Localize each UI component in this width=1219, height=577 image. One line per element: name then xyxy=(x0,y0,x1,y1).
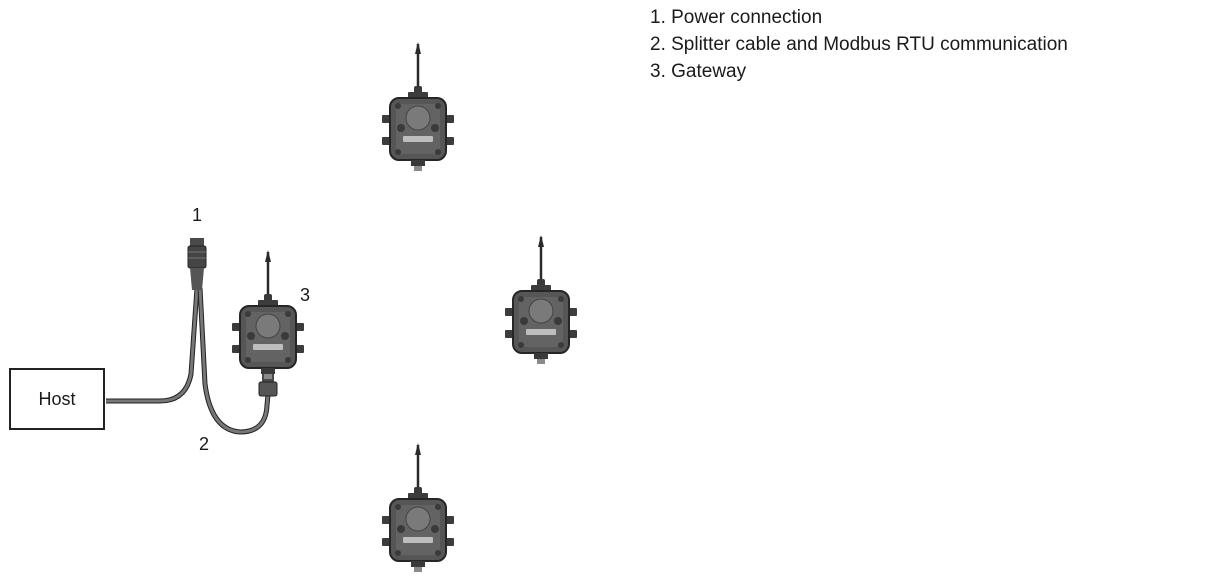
power-connector xyxy=(187,238,207,290)
host-label: Host xyxy=(38,388,76,409)
legend-item-splitter: 2. Splitter cable and Modbus RTU communi… xyxy=(650,34,1068,55)
host-cable xyxy=(106,287,200,404)
callout-power: 1 xyxy=(192,205,203,225)
node-device-right xyxy=(503,233,579,366)
legend: 1. Power connection 2. Splitter cable an… xyxy=(650,4,1068,85)
node-device-bottom xyxy=(380,441,456,574)
gateway-device xyxy=(230,248,306,381)
host-box: Host xyxy=(9,368,105,430)
callout-splitter: 2 xyxy=(199,434,210,454)
callout-gateway: 3 xyxy=(300,285,311,305)
legend-item-gateway: 3. Gateway xyxy=(650,61,747,82)
legend-item-power: 1. Power connection xyxy=(650,7,823,28)
node-device-top xyxy=(380,40,456,173)
